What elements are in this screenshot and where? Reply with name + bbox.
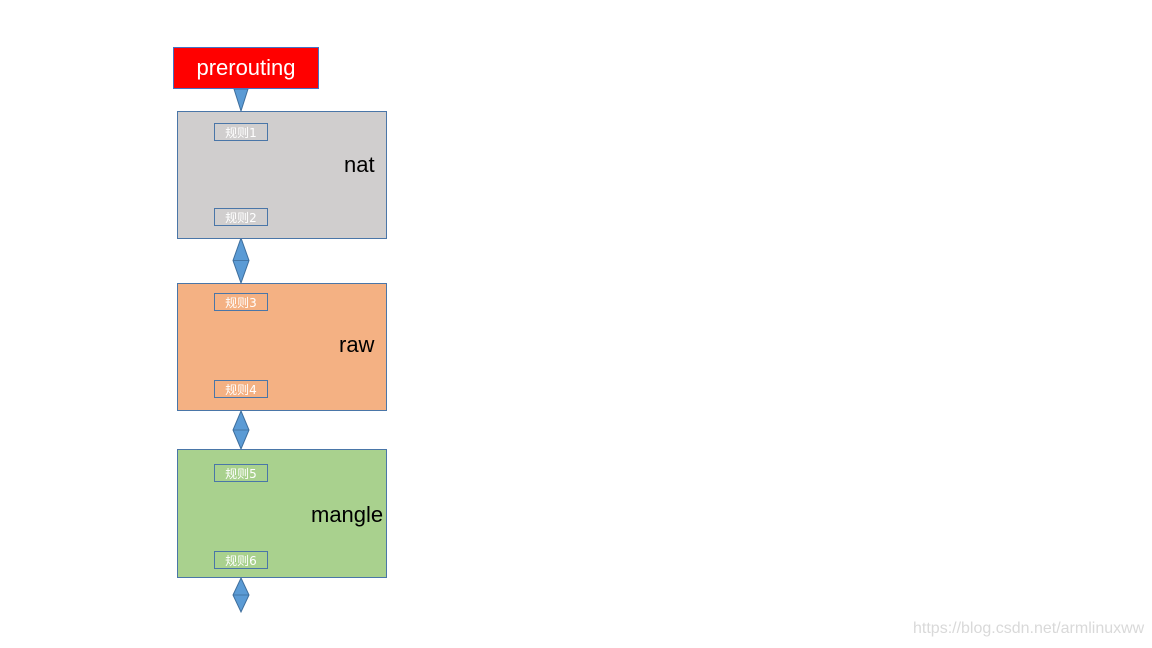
table-raw-label: raw [339, 332, 375, 357]
rule-6-label: 规则6 [225, 553, 257, 568]
table-raw-box: raw [177, 283, 387, 411]
rule-1-label: 规则1 [225, 125, 257, 140]
table-mangle-box: mangle [177, 449, 387, 578]
rule-2-box: 规则2 [214, 208, 268, 226]
rule-5-label: 规则5 [225, 466, 257, 481]
chain-prerouting-header: prerouting [173, 47, 319, 89]
rule-4-label: 规则4 [225, 382, 257, 397]
rule-4-box: 规则4 [214, 380, 268, 398]
watermark-text: https://blog.csdn.net/armlinuxww [913, 620, 1145, 637]
rule-3-label: 规则3 [225, 295, 257, 310]
rule-3-box: 规则3 [214, 293, 268, 311]
arrow-down-icon [233, 88, 249, 113]
table-nat-label: nat [344, 152, 375, 177]
rule-6-box: 规则6 [214, 551, 268, 569]
rule-5-box: 规则5 [214, 464, 268, 482]
rule-1-box: 规则1 [214, 123, 268, 141]
table-mangle-label: mangle [311, 502, 384, 527]
chain-label: prerouting [196, 55, 296, 80]
rule-2-label: 规则2 [225, 210, 257, 225]
table-nat-box: nat [177, 111, 387, 239]
